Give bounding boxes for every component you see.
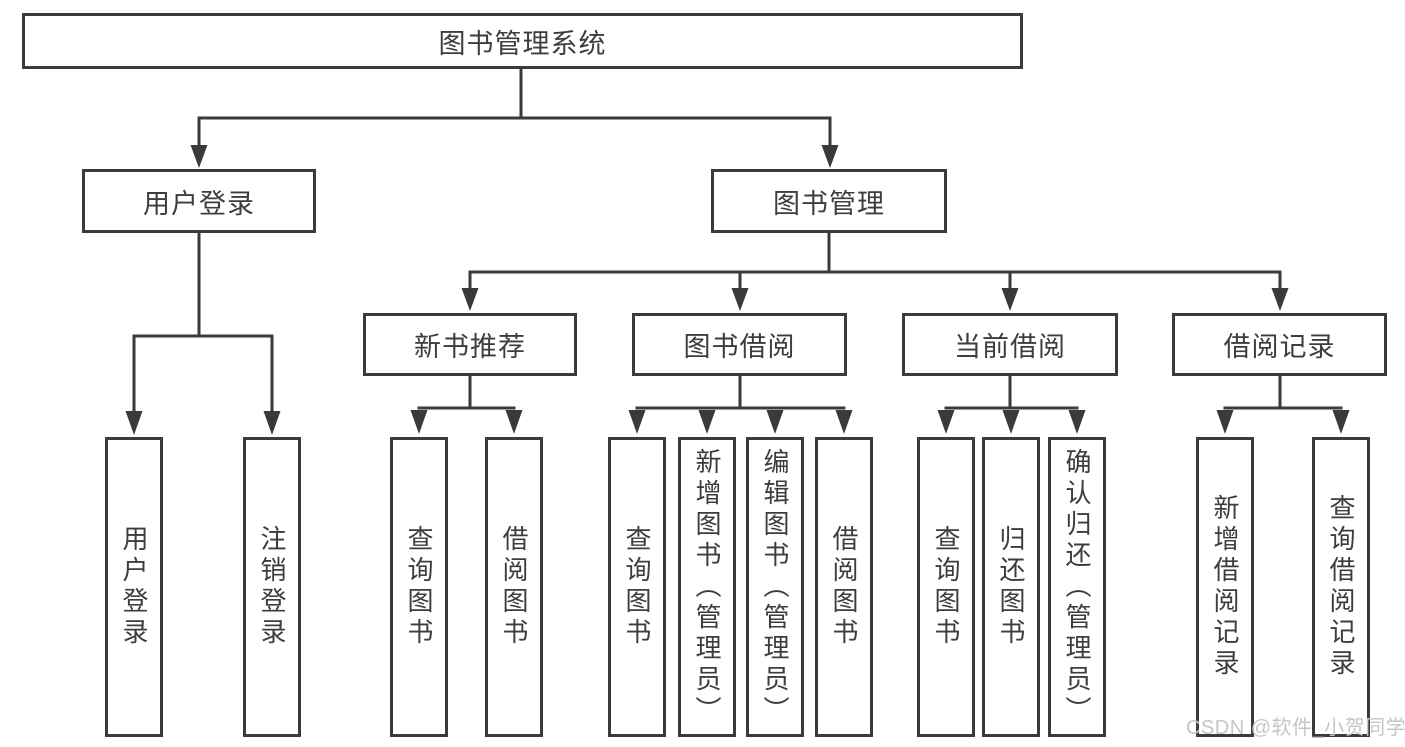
node-user-login: 用户登录: [82, 169, 316, 233]
node-book-management: 图书管理: [711, 169, 947, 233]
node-label: 用户登录: [143, 188, 255, 219]
leaf-user-login: 用户登录: [105, 437, 163, 737]
node-label: 新书推荐: [414, 332, 526, 362]
node-root-book-management-system: 图书管理系统: [22, 13, 1023, 69]
node-label: 查询图书: [622, 525, 652, 649]
node-label: 图书借阅: [683, 332, 796, 362]
node-label: 归还图书: [996, 525, 1026, 649]
node-label: 确认归还（管理员）: [1062, 447, 1092, 727]
leaf-query-borrow-record: 查询借阅记录: [1312, 437, 1370, 737]
node-label: 用户登录: [119, 525, 149, 649]
node-label: 查询借阅记录: [1326, 494, 1356, 680]
leaf-borrow-books-recommend: 借阅图书: [485, 437, 543, 737]
csdn-watermark: CSDN @软件_小贺同学: [1186, 717, 1405, 739]
node-label: 图书管理系统: [438, 28, 607, 59]
node-label: 图书管理: [773, 188, 885, 219]
leaf-return-books: 归还图书: [982, 437, 1040, 737]
node-current-borrowing: 当前借阅: [902, 313, 1118, 376]
node-borrowing-records: 借阅记录: [1172, 313, 1387, 376]
node-label: 查询图书: [404, 525, 434, 649]
node-label: 查询图书: [931, 525, 961, 649]
leaf-query-books-current: 查询图书: [917, 437, 975, 737]
node-book-borrowing: 图书借阅: [632, 313, 847, 376]
leaf-add-borrow-record: 新增借阅记录: [1196, 437, 1254, 737]
node-label: 注销登录: [257, 525, 287, 649]
leaf-query-books-borrowing: 查询图书: [608, 437, 666, 737]
node-label: 新增借阅记录: [1210, 494, 1240, 680]
node-label: 借阅图书: [829, 525, 859, 649]
leaf-add-books-admin: 新增图书（管理员）: [678, 437, 736, 737]
node-new-book-recommend: 新书推荐: [363, 313, 577, 376]
leaf-query-books-recommend: 查询图书: [390, 437, 448, 737]
leaf-logout: 注销登录: [243, 437, 301, 737]
node-label: 当前借阅: [954, 332, 1066, 362]
leaf-edit-books-admin: 编辑图书（管理员）: [746, 437, 804, 737]
leaf-borrow-books-borrowing: 借阅图书: [815, 437, 873, 737]
node-label: 新增图书（管理员）: [692, 447, 722, 727]
node-label: 编辑图书（管理员）: [760, 447, 790, 727]
node-label: 借阅记录: [1223, 332, 1336, 362]
leaf-confirm-return-admin: 确认归还（管理员）: [1048, 437, 1106, 737]
node-label: 借阅图书: [499, 525, 529, 649]
